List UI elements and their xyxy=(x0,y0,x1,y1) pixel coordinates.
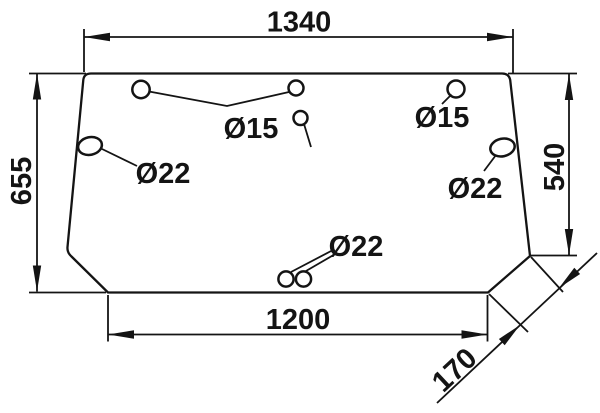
hole-labels: Ø15 Ø15 Ø22 Ø22 Ø22 xyxy=(136,102,503,263)
dim-top-width: 1340 xyxy=(83,7,514,73)
dim-left-height-label: 655 xyxy=(6,157,38,205)
leader-d22-left xyxy=(99,147,138,167)
arrow-upper xyxy=(559,267,581,288)
leader-center-small xyxy=(303,123,312,148)
dim-corner-edge-label: 170 xyxy=(426,342,483,398)
arrow-up xyxy=(32,73,42,100)
hole-d22-bottom-right xyxy=(294,270,313,288)
hole-d15-top-center xyxy=(287,79,305,97)
leader-d15-right xyxy=(441,93,453,105)
arrow-lower xyxy=(498,325,520,346)
hole-d22-bottom-left xyxy=(277,270,295,288)
leader-d22-bottom-2 xyxy=(305,252,338,272)
arrow-right xyxy=(487,32,513,42)
hole-d22-right xyxy=(489,137,516,158)
arrow-right xyxy=(461,330,488,339)
label-d22-bottom: Ø22 xyxy=(329,231,384,263)
leader-d22-right xyxy=(483,154,497,172)
hole-d15-top-right xyxy=(446,79,466,99)
label-d22-right: Ø22 xyxy=(448,173,503,205)
label-d22-left: Ø22 xyxy=(136,158,191,190)
holes xyxy=(76,79,516,288)
dim-right-height-label: 540 xyxy=(539,143,571,191)
ext-line xyxy=(488,293,529,333)
label-d15-right: Ø15 xyxy=(415,102,470,134)
arrow-down xyxy=(32,265,42,292)
arrow-up xyxy=(564,74,574,100)
dim-bottom-width: 1200 xyxy=(107,295,489,342)
hole-d15-center-small xyxy=(292,109,309,127)
arrow-down xyxy=(564,229,574,255)
dim-right-height: 540 xyxy=(508,72,577,257)
hole-d22-left xyxy=(76,135,104,157)
label-d15-left: Ø15 xyxy=(224,113,279,145)
dim-corner-edge: 170 xyxy=(426,252,598,404)
leader-d22-bottom-1 xyxy=(290,249,334,273)
leader-d15-left xyxy=(148,90,290,107)
dim-top-width-label: 1340 xyxy=(267,7,332,39)
leader-lines xyxy=(99,90,497,273)
dim-left-height: 655 xyxy=(6,72,106,294)
panel-outline xyxy=(66,72,532,294)
ext-line xyxy=(530,256,564,293)
dim-bottom-width-label: 1200 xyxy=(266,304,331,336)
arrow-left xyxy=(84,32,110,42)
hole-d15-top-left xyxy=(131,79,151,100)
arrow-left xyxy=(108,330,134,339)
